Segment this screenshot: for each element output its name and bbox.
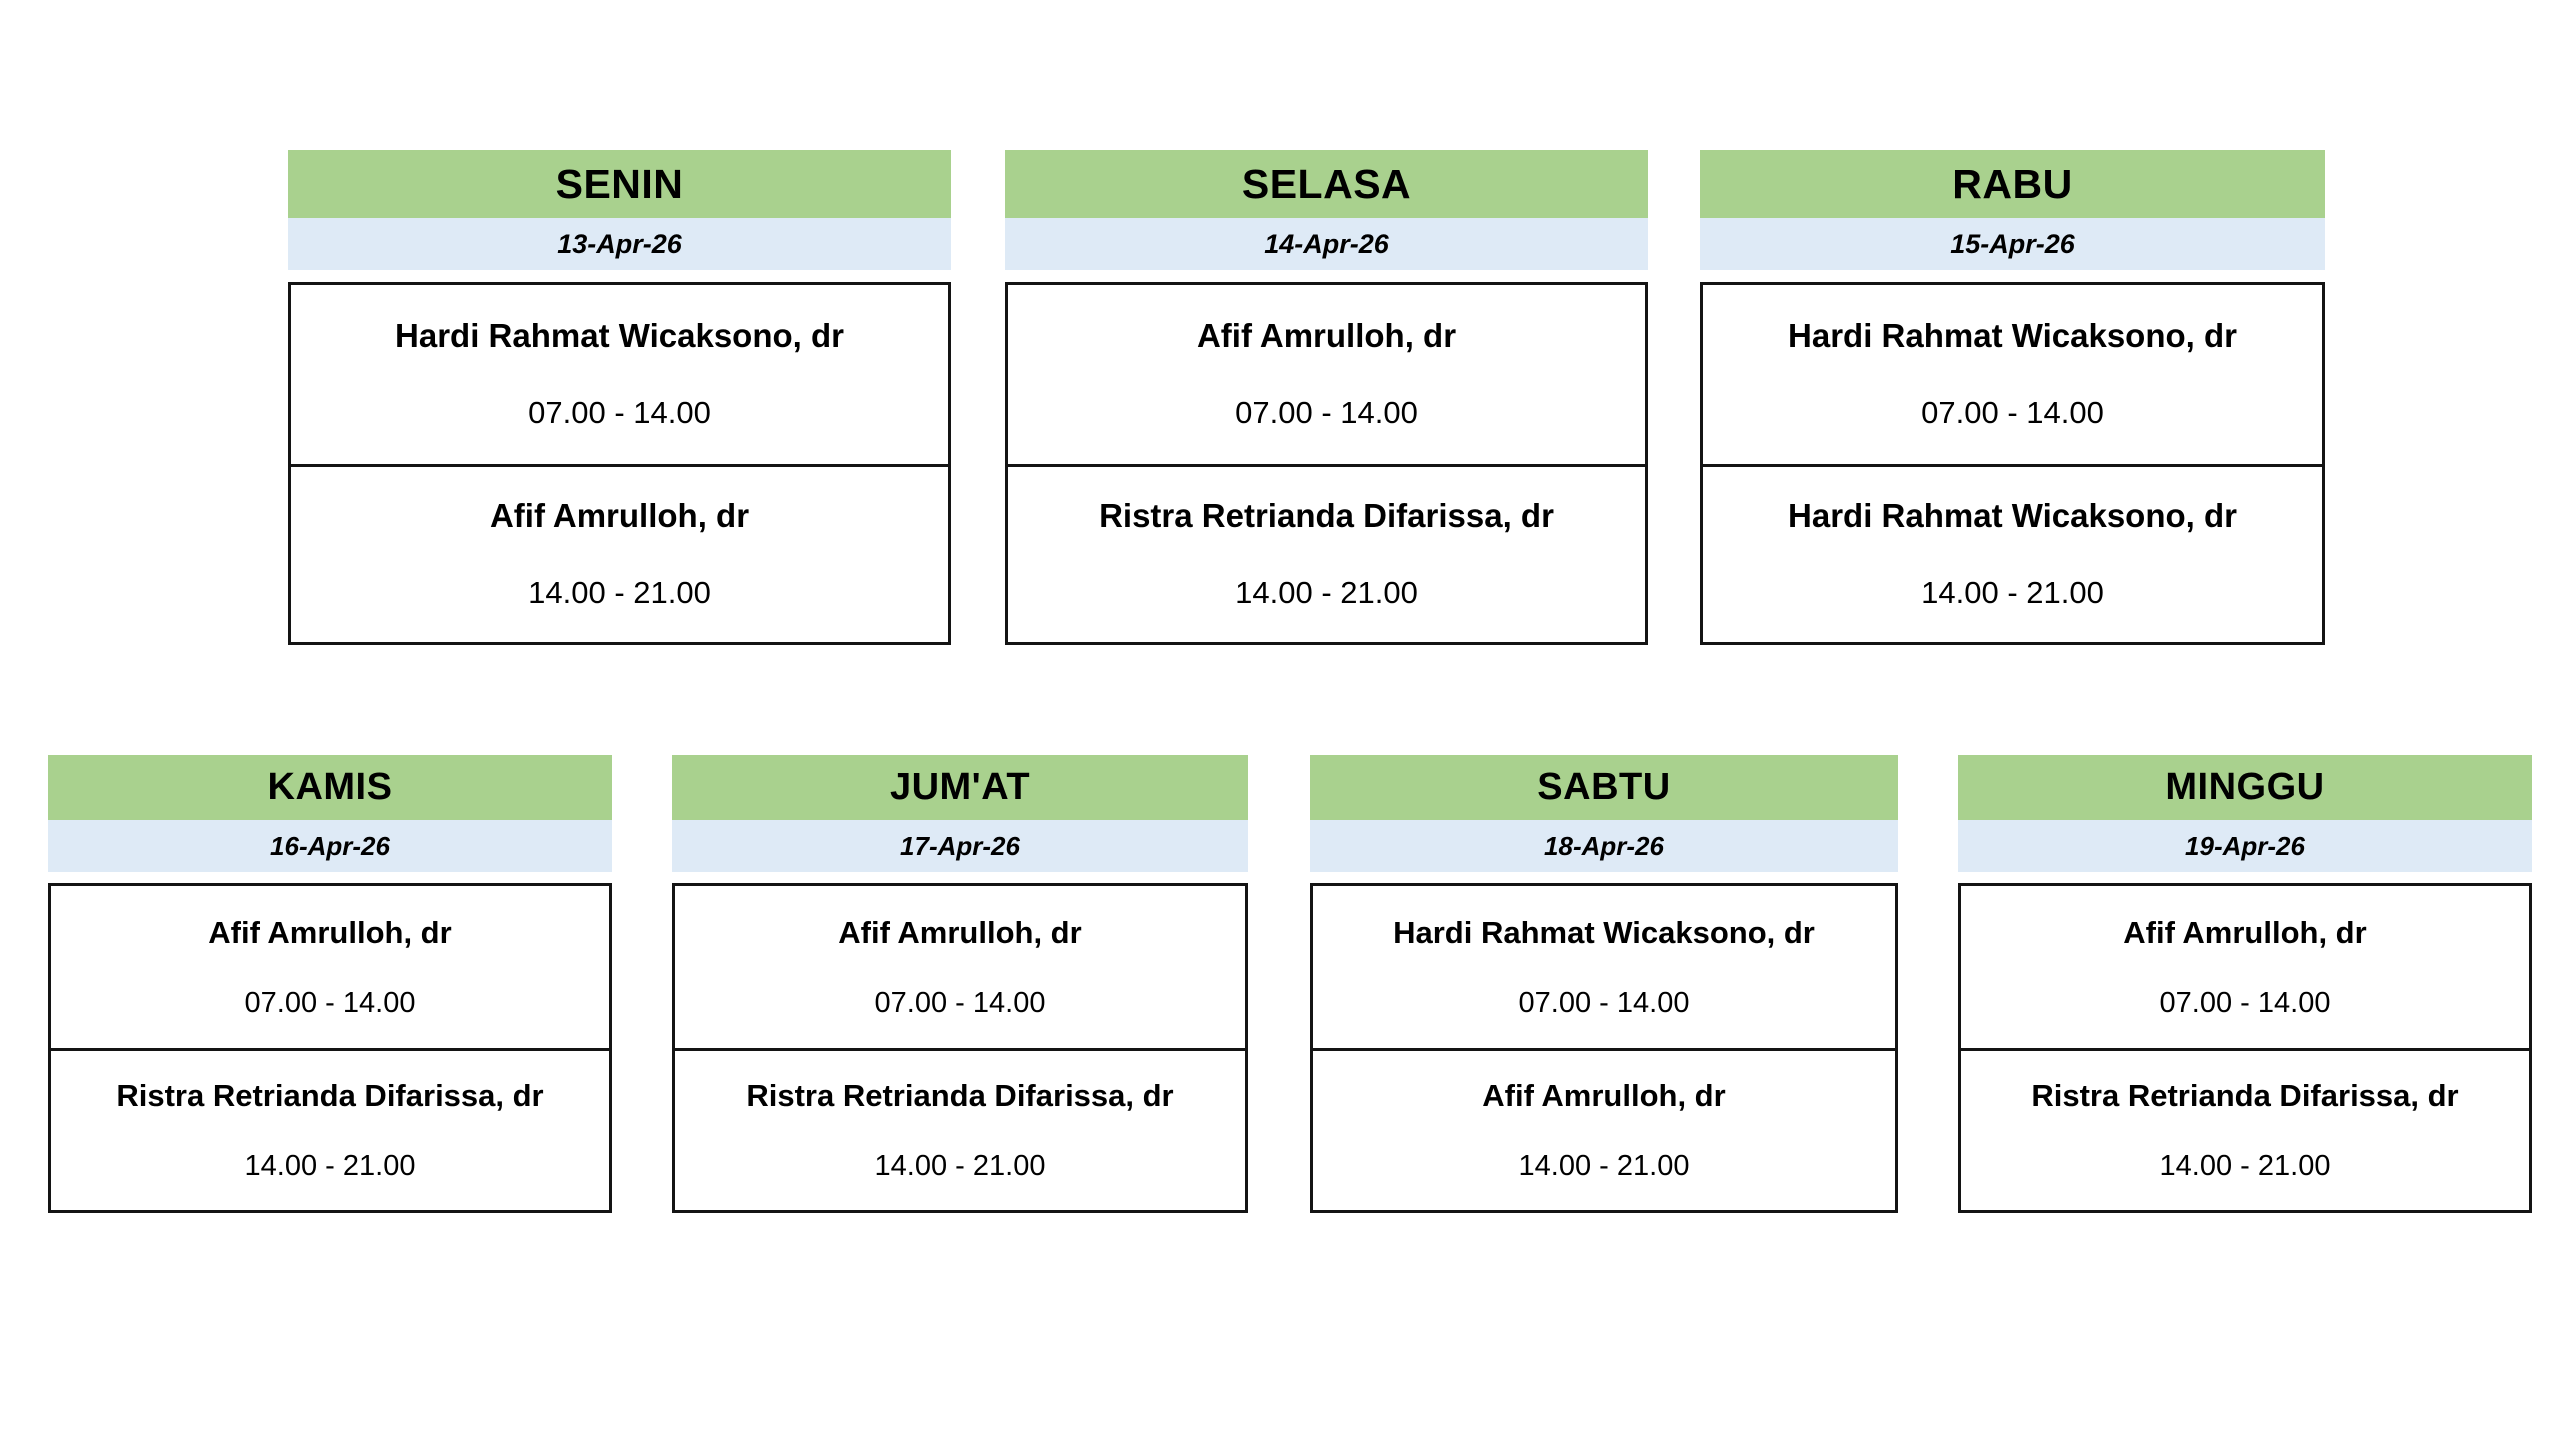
shift-time: 07.00 - 14.00: [874, 986, 1046, 1019]
day-banner: MINGGU 19-Apr-26: [1958, 755, 2532, 872]
shift-table: Afif Amrulloh, dr 07.00 - 14.00 Ristra R…: [672, 883, 1248, 1213]
shift-time: 07.00 - 14.00: [244, 986, 416, 1019]
shift-time: 14.00 - 21.00: [528, 575, 711, 611]
doctor-name: Afif Amrulloh, dr: [489, 497, 750, 535]
doctor-name: Ristra Retrianda Difarissa, dr: [2031, 1078, 2459, 1113]
shift-time: 07.00 - 14.00: [1518, 986, 1690, 1019]
shift-time: 14.00 - 21.00: [874, 1150, 1046, 1182]
day-name-label: RABU: [1700, 150, 2325, 218]
schedule-week-row-2: KAMIS 16-Apr-26 Afif Amrulloh, dr 07.00 …: [0, 755, 2560, 1220]
shift-time: 14.00 - 21.00: [2159, 1150, 2331, 1182]
shift-table: Afif Amrulloh, dr 07.00 - 14.00 Ristra R…: [48, 883, 612, 1213]
shift-time: 14.00 - 21.00: [244, 1150, 416, 1182]
doctor-name: Hardi Rahmat Wicaksono, dr: [1788, 317, 2237, 355]
shift-row-afternoon[interactable]: Hardi Rahmat Wicaksono, dr 14.00 - 21.00: [1703, 463, 2322, 643]
shift-time: 14.00 - 21.00: [1921, 575, 2104, 611]
shift-row-afternoon[interactable]: Ristra Retrianda Difarissa, dr 14.00 - 2…: [675, 1048, 1245, 1210]
shift-row-morning[interactable]: Hardi Rahmat Wicaksono, dr 07.00 - 14.00: [291, 285, 948, 464]
doctor-name: Afif Amrulloh, dr: [838, 914, 1082, 950]
day-date-label: 17-Apr-26: [672, 820, 1248, 872]
day-name-label: SABTU: [1310, 755, 1898, 820]
day-banner: SELASA 14-Apr-26: [1005, 150, 1648, 270]
doctor-name: Afif Amrulloh, dr: [208, 914, 452, 950]
day-banner: RABU 15-Apr-26: [1700, 150, 2325, 270]
shift-row-morning[interactable]: Afif Amrulloh, dr 07.00 - 14.00: [1961, 886, 2529, 1048]
day-name-label: KAMIS: [48, 755, 612, 820]
doctor-name: Ristra Retrianda Difarissa, dr: [116, 1078, 544, 1113]
shift-time: 07.00 - 14.00: [1921, 395, 2104, 431]
day-name-label: SENIN: [288, 150, 951, 218]
doctor-name: Ristra Retrianda Difarissa, dr: [1099, 497, 1554, 535]
shift-row-morning[interactable]: Afif Amrulloh, dr 07.00 - 14.00: [675, 886, 1245, 1048]
shift-time: 07.00 - 14.00: [528, 395, 711, 431]
shift-row-morning[interactable]: Afif Amrulloh, dr 07.00 - 14.00: [51, 886, 609, 1048]
shift-time: 14.00 - 21.00: [1235, 575, 1418, 611]
day-date-label: 16-Apr-26: [48, 820, 612, 872]
day-date-label: 15-Apr-26: [1700, 218, 2325, 270]
shift-time: 14.00 - 21.00: [1518, 1150, 1690, 1182]
shift-row-afternoon[interactable]: Ristra Retrianda Difarissa, dr 14.00 - 2…: [51, 1048, 609, 1210]
shift-row-morning[interactable]: Afif Amrulloh, dr 07.00 - 14.00: [1008, 285, 1645, 464]
day-banner: SABTU 18-Apr-26: [1310, 755, 1898, 872]
shift-table: Afif Amrulloh, dr 07.00 - 14.00 Ristra R…: [1005, 282, 1648, 645]
doctor-name: Hardi Rahmat Wicaksono, dr: [1393, 914, 1815, 950]
shift-time: 07.00 - 14.00: [2159, 986, 2331, 1019]
day-name-label: SELASA: [1005, 150, 1648, 218]
shift-table: Hardi Rahmat Wicaksono, dr 07.00 - 14.00…: [1310, 883, 1898, 1213]
day-date-label: 18-Apr-26: [1310, 820, 1898, 872]
shift-row-afternoon[interactable]: Ristra Retrianda Difarissa, dr 14.00 - 2…: [1008, 463, 1645, 643]
shift-table: Afif Amrulloh, dr 07.00 - 14.00 Ristra R…: [1958, 883, 2532, 1213]
shift-row-afternoon[interactable]: Afif Amrulloh, dr 14.00 - 21.00: [291, 463, 948, 643]
day-banner: SENIN 13-Apr-26: [288, 150, 951, 270]
day-date-label: 19-Apr-26: [1958, 820, 2532, 872]
doctor-name: Ristra Retrianda Difarissa, dr: [746, 1078, 1174, 1113]
doctor-name: Afif Amrulloh, dr: [1482, 1078, 1726, 1113]
day-banner: JUM'AT 17-Apr-26: [672, 755, 1248, 872]
day-banner: KAMIS 16-Apr-26: [48, 755, 612, 872]
doctor-name: Hardi Rahmat Wicaksono, dr: [395, 317, 844, 355]
shift-table: Hardi Rahmat Wicaksono, dr 07.00 - 14.00…: [288, 282, 951, 645]
doctor-name: Afif Amrulloh, dr: [1196, 317, 1457, 355]
shift-row-morning[interactable]: Hardi Rahmat Wicaksono, dr 07.00 - 14.00: [1703, 285, 2322, 464]
shift-row-afternoon[interactable]: Afif Amrulloh, dr 14.00 - 21.00: [1313, 1048, 1895, 1210]
day-name-label: MINGGU: [1958, 755, 2532, 820]
shift-row-morning[interactable]: Hardi Rahmat Wicaksono, dr 07.00 - 14.00: [1313, 886, 1895, 1048]
day-name-label: JUM'AT: [672, 755, 1248, 820]
day-date-label: 13-Apr-26: [288, 218, 951, 270]
shift-row-afternoon[interactable]: Ristra Retrianda Difarissa, dr 14.00 - 2…: [1961, 1048, 2529, 1210]
doctor-name: Afif Amrulloh, dr: [2123, 914, 2367, 950]
shift-time: 07.00 - 14.00: [1235, 395, 1418, 431]
schedule-week-row-1: SENIN 13-Apr-26 Hardi Rahmat Wicaksono, …: [0, 150, 2560, 650]
day-date-label: 14-Apr-26: [1005, 218, 1648, 270]
shift-table: Hardi Rahmat Wicaksono, dr 07.00 - 14.00…: [1700, 282, 2325, 645]
doctor-name: Hardi Rahmat Wicaksono, dr: [1788, 497, 2237, 535]
